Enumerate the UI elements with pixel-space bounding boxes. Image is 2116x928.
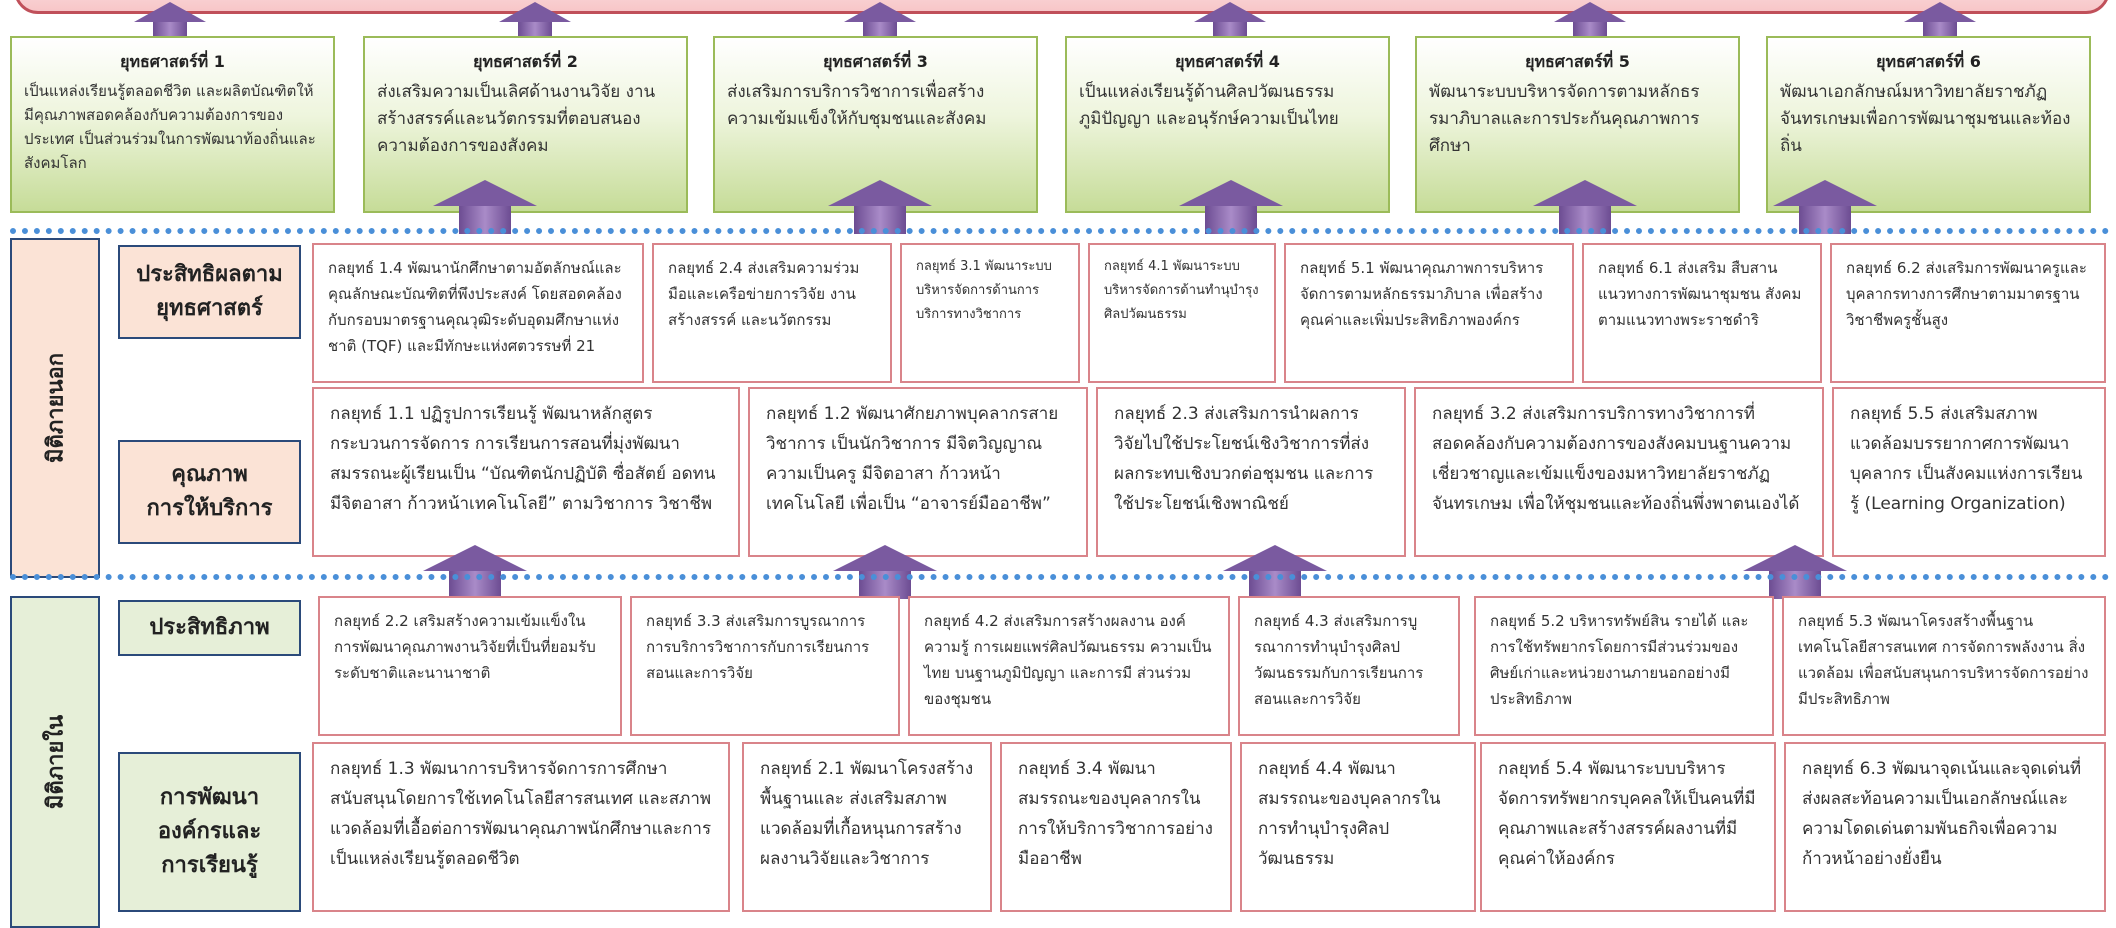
strategy-box: กลยุทธ์ 4.1 พัฒนาระบบบริหารจัดการด้านทำน… <box>1088 243 1276 383</box>
strategy-title: ยุทธศาสตร์ที่ 3 <box>823 52 928 71</box>
strategy-text: เป็นแหล่งเรียนรู้ด้านศิลปวัฒนธรรม ภูมิปั… <box>1079 82 1339 129</box>
row-label-quality: คุณภาพ การให้บริการ <box>118 440 301 544</box>
strategy-1: ยุทธศาสตร์ที่ 1 เป็นแหล่งเรียนรู้ตลอดชีว… <box>10 36 335 213</box>
row-label-effectiveness: ประสิทธิผลตาม ยุทธศาสตร์ <box>118 245 301 339</box>
strategy-box: กลยุทธ์ 1.2 พัฒนาศักยภาพบุคลากรสายวิชากา… <box>748 387 1088 557</box>
strategy-box: กลยุทธ์ 6.2 ส่งเสริมการพัฒนาครูและบุคลาก… <box>1830 243 2106 383</box>
strategy-text: พัฒนาระบบบริหารจัดการตามหลักธรรมาภิบาลแล… <box>1429 82 1700 156</box>
up-arrow-icon <box>1530 180 1640 234</box>
up-arrow-icon <box>1770 180 1880 234</box>
strategy-box: กลยุทธ์ 4.3 ส่งเสริมการบูรณาการทำนุบำรุง… <box>1238 596 1460 736</box>
strategy-text: ส่งเสริมความเป็นเลิศด้านงานวิจัย งานสร้า… <box>377 82 656 156</box>
up-arrow-icon <box>840 2 920 40</box>
strategy-box: กลยุทธ์ 2.3 ส่งเสริมการนำผลการวิจัยไปใช้… <box>1096 387 1406 557</box>
strategy-title: ยุทธศาสตร์ที่ 4 <box>1175 52 1280 71</box>
strategy-box: กลยุทธ์ 5.5 ส่งเสริมสภาพแวดล้อมบรรยากาศก… <box>1832 387 2106 557</box>
strategy-title: ยุทธศาสตร์ที่ 2 <box>473 52 578 71</box>
strategy-box: กลยุทธ์ 2.1 พัฒนาโครงสร้างพื้นฐานและ ส่ง… <box>742 742 992 912</box>
dimension-label: มิติภายนอก <box>43 352 69 464</box>
strategy-box: กลยุทธ์ 3.2 ส่งเสริมการบริการทางวิชาการท… <box>1414 387 1824 557</box>
up-arrow-icon <box>495 2 575 40</box>
strategy-box: กลยุทธ์ 5.3 พัฒนาโครงสร้างพื้นฐานเทคโนโล… <box>1782 596 2106 736</box>
strategy-box: กลยุทธ์ 6.3 พัฒนาจุดเน้นและจุดเด่นที่ส่ง… <box>1784 742 2106 912</box>
strategy-box: กลยุทธ์ 3.4 พัฒนาสมรรถนะของบุคลากรในการใ… <box>1000 742 1232 912</box>
row-label-development: การพัฒนา องค์กรและ การเรียนรู้ <box>118 752 301 912</box>
up-arrow-icon <box>830 545 940 599</box>
strategy-title: ยุทธศาสตร์ที่ 6 <box>1876 52 1981 71</box>
strategy-title: ยุทธศาสตร์ที่ 5 <box>1525 52 1630 71</box>
up-arrow-icon <box>430 180 540 234</box>
strategy-text: เป็นแหล่งเรียนรู้ตลอดชีวิต และผลิตบัณฑิต… <box>24 82 316 172</box>
strategy-box: กลยุทธ์ 1.3 พัฒนาการบริหารจัดการการศึกษา… <box>312 742 730 912</box>
up-arrow-icon <box>1190 2 1270 40</box>
divider <box>10 228 2110 234</box>
dimension-internal: มิติภายใน <box>10 596 100 928</box>
dimension-external: มิติภายนอก <box>10 238 100 578</box>
up-arrow-icon <box>825 180 935 234</box>
up-arrow-icon <box>1740 545 1850 599</box>
strategy-box: กลยุทธ์ 5.4 พัฒนาระบบบริหารจัดการทรัพยาก… <box>1480 742 1776 912</box>
divider <box>10 574 2110 580</box>
dimension-label: มิติภายใน <box>43 714 69 810</box>
strategy-text: ส่งเสริมการบริการวิชาการเพื่อสร้างความเข… <box>727 82 987 129</box>
up-arrow-icon <box>1550 2 1630 40</box>
up-arrow-icon <box>1220 545 1330 599</box>
strategy-box: กลยุทธ์ 6.1 ส่งเสริม สืบสาน แนวทางการพัฒ… <box>1582 243 1822 383</box>
up-arrow-icon <box>1176 180 1286 234</box>
top-banner <box>14 0 2110 14</box>
up-arrow-icon <box>130 2 210 40</box>
strategy-box: กลยุทธ์ 5.1 พัฒนาคุณภาพการบริหารจัดการตา… <box>1284 243 1574 383</box>
strategy-text: พัฒนาเอกลักษณ์มหาวิทยาลัยราชภัฏจันทรเกษม… <box>1780 82 2071 156</box>
strategy-box: กลยุทธ์ 2.4 ส่งเสริมความร่วมมือและเครือข… <box>652 243 892 383</box>
strategy-box: กลยุทธ์ 3.1 พัฒนาระบบบริหารจัดการด้านการ… <box>900 243 1080 383</box>
row-label-efficiency: ประสิทธิภาพ <box>118 600 301 656</box>
strategy-box: กลยุทธ์ 1.4 พัฒนานักศึกษาตามอัตลักษณ์และ… <box>312 243 644 383</box>
strategy-4: ยุทธศาสตร์ที่ 4 เป็นแหล่งเรียนรู้ด้านศิล… <box>1065 36 1390 213</box>
strategy-box: กลยุทธ์ 3.3 ส่งเสริมการบูรณาการการบริการ… <box>630 596 900 736</box>
strategy-box: กลยุทธ์ 1.1 ปฏิรูปการเรียนรู้ พัฒนาหลักส… <box>312 387 740 557</box>
strategy-box: กลยุทธ์ 4.2 ส่งเสริมการสร้างผลงาน องค์คว… <box>908 596 1230 736</box>
strategy-box: กลยุทธ์ 5.2 บริหารทรัพย์สิน รายได้ และกา… <box>1474 596 1774 736</box>
strategy-box: กลยุทธ์ 4.4 พัฒนาสมรรถนะของบุคลากรในการท… <box>1240 742 1476 912</box>
strategy-title: ยุทธศาสตร์ที่ 1 <box>120 52 225 71</box>
up-arrow-icon <box>1900 2 1980 40</box>
up-arrow-icon <box>420 545 530 599</box>
strategy-box: กลยุทธ์ 2.2 เสริมสร้างความเข้มแข็งในการพ… <box>318 596 622 736</box>
strategy-6: ยุทธศาสตร์ที่ 6 พัฒนาเอกลักษณ์มหาวิทยาลั… <box>1766 36 2091 213</box>
